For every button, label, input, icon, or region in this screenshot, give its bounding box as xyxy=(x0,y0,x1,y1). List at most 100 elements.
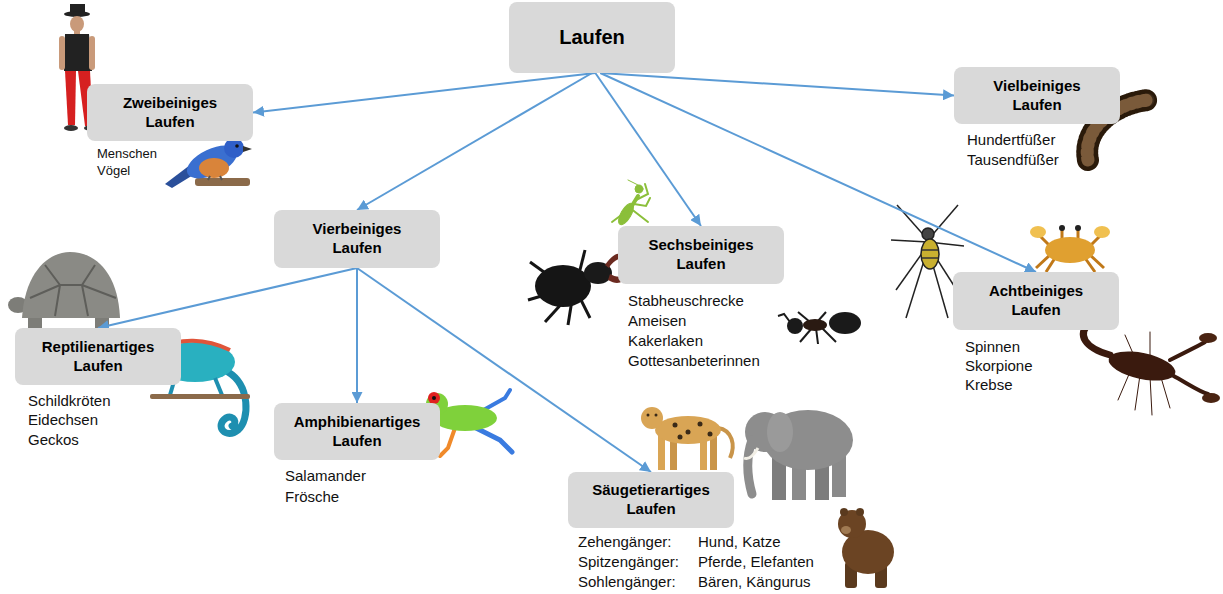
crab-figure xyxy=(1030,225,1110,272)
ant-figure xyxy=(778,314,790,322)
ant-figure xyxy=(778,312,836,344)
crab-figure xyxy=(1036,255,1050,268)
tortoise-figure xyxy=(8,252,120,334)
box-title: Säugetierartiges Laufen xyxy=(592,481,710,519)
mantis-figure xyxy=(635,185,643,193)
list-item-label: Vögel xyxy=(97,164,130,179)
bird-figure xyxy=(165,138,252,188)
person-figure xyxy=(64,125,78,131)
scorpion-figure xyxy=(1202,393,1220,403)
leopard-figure xyxy=(686,430,691,435)
scorpion-figure xyxy=(1170,342,1205,360)
frog-figure xyxy=(432,396,436,400)
bird-figure xyxy=(199,158,229,178)
ant-figure xyxy=(787,318,803,334)
box-title: Zweibeiniges Laufen xyxy=(123,94,217,132)
connector-arrow xyxy=(600,73,954,96)
tortoise-figure xyxy=(30,265,116,316)
list-item-label: Gottesanbeterinnen xyxy=(628,352,760,369)
scorpion-figure xyxy=(1083,322,1208,415)
list-item-label: Zehengänger: xyxy=(578,533,671,550)
mantis-figure xyxy=(628,180,640,186)
spider-figure xyxy=(891,240,928,242)
leopard-figure xyxy=(641,407,733,470)
bird-figure xyxy=(208,176,210,180)
box-title: Achtbeiniges Laufen xyxy=(989,282,1083,320)
leopard-figure xyxy=(708,432,713,437)
scorpion-figure xyxy=(1118,372,1130,400)
box-title: Sechsbeiniges Laufen xyxy=(648,236,753,274)
frog-figure xyxy=(440,428,455,456)
connector-arrow xyxy=(357,73,592,210)
connector-arrow xyxy=(98,268,357,328)
leopard-figure xyxy=(678,435,683,440)
elephant-figure xyxy=(767,412,793,452)
category-box: Zweibeiniges Laufen xyxy=(87,84,253,141)
box-title: Laufen xyxy=(559,25,625,50)
bear-figure xyxy=(840,508,848,516)
connector-arrow xyxy=(356,268,358,403)
bird-figure xyxy=(220,176,222,180)
list-item-label: Kakerlaken xyxy=(628,332,703,349)
root-box: Laufen xyxy=(509,2,675,73)
crab-figure xyxy=(1030,226,1046,238)
scorpion-figure xyxy=(1150,332,1151,356)
mantis-figure xyxy=(630,208,648,222)
list-item-label: Stabheuschrecke xyxy=(628,292,744,309)
scorpion-figure xyxy=(1083,316,1220,415)
crab-figure xyxy=(1059,225,1065,231)
crab-figure xyxy=(1045,237,1095,263)
box-title: Amphibienartiges Laufen xyxy=(294,413,421,451)
list-item-label: Spinnen xyxy=(965,338,1020,355)
bird-figure xyxy=(224,138,244,158)
category-box: Reptilienartiges Laufen xyxy=(15,328,181,385)
leopard-figure xyxy=(647,414,713,440)
crab-figure xyxy=(1094,226,1110,238)
person-figure xyxy=(65,71,76,125)
list-item-label: Pferde, Elefanten xyxy=(698,553,814,570)
list-item-label: Sohlengänger: xyxy=(578,573,676,590)
bear-figure xyxy=(841,526,851,534)
leopard-figure xyxy=(710,435,717,470)
scorpion-figure xyxy=(1172,375,1208,394)
stag-beetle-figure xyxy=(528,250,625,325)
mantis-figure xyxy=(616,201,637,227)
leopard-figure xyxy=(647,414,650,417)
list-item-label: Eidechsen xyxy=(28,411,98,428)
spider-figure xyxy=(922,257,938,259)
stag-beetle-figure xyxy=(580,250,585,270)
list-item-label: Schildkröten xyxy=(28,392,111,409)
category-box: Amphibienartiges Laufen xyxy=(274,403,440,460)
mantis-figure xyxy=(636,184,648,200)
ant-figure xyxy=(803,319,827,331)
category-box: Sechsbeiniges Laufen xyxy=(618,226,784,284)
elephant-figure xyxy=(744,448,758,459)
chameleon-figure xyxy=(221,372,246,433)
ant-figure xyxy=(778,312,861,344)
leopard-figure xyxy=(641,407,663,429)
list-item-label: Hund, Katze xyxy=(698,533,781,550)
person-figure xyxy=(89,36,95,70)
category-box: Vierbeiniges Laufen xyxy=(274,210,440,268)
leopard-figure xyxy=(698,422,703,427)
crab-figure xyxy=(1075,225,1081,231)
spider-figure xyxy=(922,249,938,251)
list-item-label: Krebse xyxy=(965,376,1013,393)
person-figure xyxy=(70,16,84,32)
mantis-figure xyxy=(634,198,650,206)
category-box: Säugetierartiges Laufen xyxy=(568,472,734,528)
spider-figure xyxy=(922,228,934,240)
chameleon-figure xyxy=(150,394,250,399)
bear-figure xyxy=(856,508,864,516)
list-item-label: Bären, Kängurus xyxy=(698,573,811,590)
stag-beetle-figure xyxy=(535,265,591,307)
spider-figure xyxy=(921,239,939,269)
crab-figure xyxy=(1046,258,1055,272)
crab-figure xyxy=(1085,258,1095,272)
leopard-figure xyxy=(673,423,678,428)
list-item-label: Frösche xyxy=(285,488,339,505)
list-item-label: Menschen xyxy=(97,147,157,162)
bird-figure xyxy=(243,146,252,152)
person-figure xyxy=(59,36,65,70)
